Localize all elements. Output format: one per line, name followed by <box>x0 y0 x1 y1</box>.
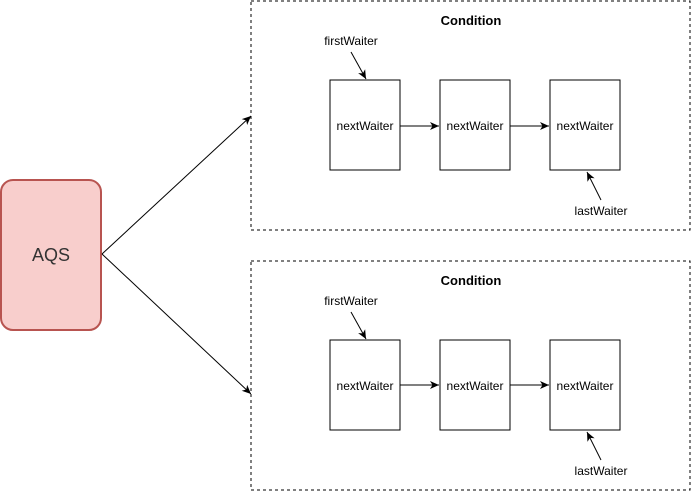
aqs-label: AQS <box>32 245 70 265</box>
waiter-node-box <box>329 339 401 431</box>
waiter-node: nextWaiter <box>329 339 401 431</box>
waiter-node-label: nextWaiter <box>447 379 504 393</box>
aqs-to-condition-1-edge <box>101 115 252 255</box>
first-waiter-pointer <box>350 51 367 80</box>
aqs-to-condition-2-edge <box>101 253 252 395</box>
first-waiter-label: firstWaiter <box>324 294 378 308</box>
last-waiter-label: lastWaiter <box>575 204 628 218</box>
waiter-node-box <box>549 339 621 431</box>
waiter-node-box <box>439 79 511 171</box>
condition-title: Condition <box>441 13 502 28</box>
condition-container: Condition firstWaiter nextWaiter nextWai… <box>250 260 691 491</box>
waiter-node-box <box>549 79 621 171</box>
waiter-node: nextWaiter <box>439 339 511 431</box>
waiter-node-label: nextWaiter <box>447 119 504 133</box>
waiter-node: nextWaiter <box>549 79 621 171</box>
last-waiter-label: lastWaiter <box>575 464 628 478</box>
waiter-node-label: nextWaiter <box>557 379 614 393</box>
waiter-node-label: nextWaiter <box>337 379 394 393</box>
waiter-node: nextWaiter <box>329 79 401 171</box>
waiter-node-box <box>329 79 401 171</box>
aqs-node: AQS <box>0 179 102 331</box>
last-waiter-pointer <box>586 171 602 201</box>
waiter-node-label: nextWaiter <box>557 119 614 133</box>
last-waiter-pointer <box>586 431 602 461</box>
waiter-node: nextWaiter <box>439 79 511 171</box>
condition-container: Condition firstWaiter nextWaiter nextWai… <box>250 0 691 231</box>
condition-title: Condition <box>441 273 502 288</box>
waiter-node: nextWaiter <box>549 339 621 431</box>
waiter-node-label: nextWaiter <box>337 119 394 133</box>
first-waiter-label: firstWaiter <box>324 34 378 48</box>
aqs-box <box>0 179 102 331</box>
first-waiter-pointer <box>350 311 367 340</box>
